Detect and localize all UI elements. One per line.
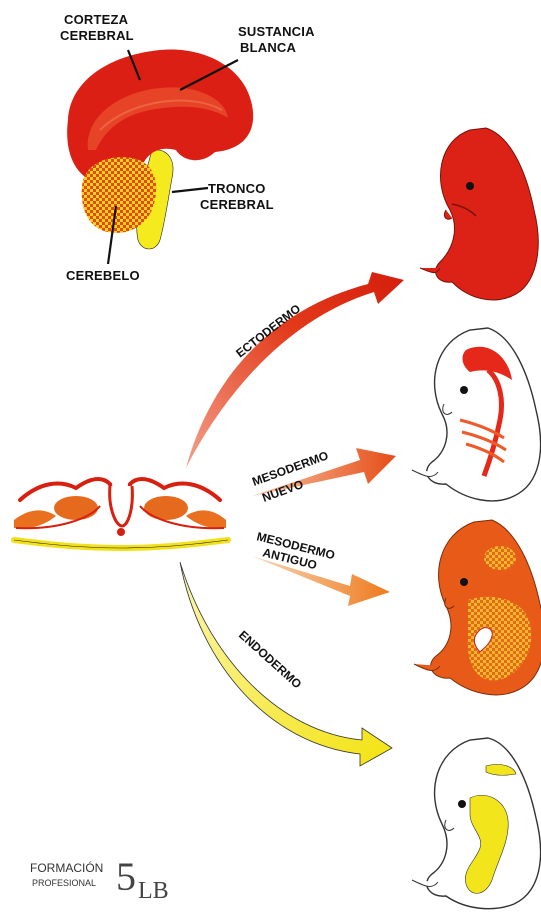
label-corteza-2: CEREBRAL bbox=[60, 28, 134, 43]
logo-mark-letters: LB bbox=[138, 878, 169, 904]
embryo-mesodermo-nuevo bbox=[412, 328, 541, 501]
label-corteza-1: CORTEZA bbox=[64, 12, 129, 27]
label-cerebelo: CEREBELO bbox=[66, 268, 140, 283]
logo-line-1: FORMACIÓN bbox=[30, 860, 103, 875]
logo-mark-number: 5 bbox=[116, 854, 136, 899]
logo-line-2: PROFESIONAL bbox=[32, 878, 96, 888]
publisher-logo: FORMACIÓN PROFESIONAL 5 LB bbox=[30, 854, 169, 904]
embryo-endodermo bbox=[412, 738, 541, 909]
embryo-cross-section bbox=[14, 479, 228, 548]
brain-illustration bbox=[67, 50, 253, 264]
label-tronco-2: CEREBRAL bbox=[200, 197, 274, 212]
label-sustancia-2: BLANCA bbox=[240, 40, 296, 55]
embryo-ectodermo bbox=[420, 128, 538, 300]
label-tronco-1: TRONCO bbox=[208, 181, 266, 196]
arrow-mesodermo-antiguo bbox=[252, 556, 390, 606]
label-sustancia-1: SUSTANCIA bbox=[238, 24, 315, 39]
embryo-mesodermo-antiguo bbox=[414, 520, 541, 695]
arrow-ectodermo bbox=[186, 272, 404, 468]
